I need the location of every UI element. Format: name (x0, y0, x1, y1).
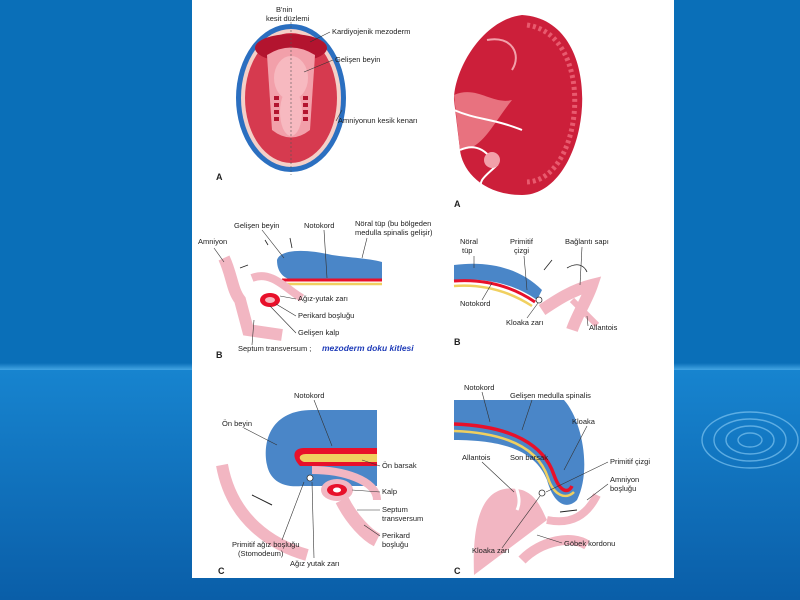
label-umbilical-cord: Göbek kordonu (564, 539, 615, 548)
panel-letter-top-right: A (454, 199, 461, 209)
label-septum-2: transversum (382, 514, 423, 523)
label-oropharyngeal-membrane-c: Ağız yutak zarı (290, 559, 340, 568)
label-allantois-c: Allantois (462, 453, 491, 462)
label-stomodeum-1: Primitif ağız boşluğu (232, 540, 300, 549)
panel-letter-mid-left: B (216, 350, 223, 360)
label-section-plane-1: B'nin (276, 5, 292, 14)
panel-letter-mid-right: B (454, 337, 461, 347)
label-developing-spinal-cord: Gelişen medulla spinalis (510, 391, 591, 400)
label-primitive-streak-1: Primitif (510, 237, 534, 246)
label-heart: Kalp (382, 487, 397, 496)
label-pericardial-cavity-b: Perikard boşluğu (298, 311, 354, 320)
label-connecting-stalk: Bağlantı sapı (565, 237, 609, 246)
label-hindgut: Son barsak (510, 453, 548, 462)
figure-panel: B'nin kesit düzlemi Kardiyojenik mezoder… (192, 0, 674, 578)
label-neural-tube-2: medulla spinalis gelişir) (355, 228, 433, 237)
label-cardiogenic-mesoderm: Kardiyojenik mezoderm (332, 27, 410, 36)
label-cloaca: Kloaka (572, 417, 596, 426)
label-pericardial-1: Perikard (382, 531, 410, 540)
panel-letter-bottom-right: C (454, 566, 461, 576)
label-amniotic-cavity-1: Amniyon (610, 475, 639, 484)
label-notochord-b: Notokord (304, 221, 334, 230)
label-septum-1: Septum (382, 505, 408, 514)
label-neural-tube-c-1: Nöral (460, 237, 478, 246)
label-developing-brain-b: Gelişen beyin (234, 221, 279, 230)
panel-top-right-lateral-view (453, 15, 583, 195)
embryology-figure: B'nin kesit düzlemi Kardiyojenik mezoder… (198, 5, 650, 576)
panel-top-left-dorsal-view (236, 22, 346, 175)
panel-letter-top-left: A (216, 172, 223, 182)
label-section-plane-2: kesit düzlemi (266, 14, 310, 23)
label-forebrain: Ön beyin (222, 419, 252, 428)
panel-mid-left-sagittal-early (218, 237, 382, 341)
panel-mid-right-sagittal-caudal (453, 259, 602, 333)
label-amniotic-cavity-2: boşluğu (610, 484, 636, 493)
panel-bottom-right-sagittal-caudal-late (453, 400, 601, 575)
label-developing-heart: Gelişen kalp (298, 328, 339, 337)
label-oropharyngeal-membrane-b: Ağız-yutak zarı (298, 294, 348, 303)
label-septum-transversum-b: Septum transversum ; (238, 344, 311, 353)
label-pericardial-2: boşluğu (382, 540, 408, 549)
label-neural-tube-c-2: tüp (462, 246, 472, 255)
label-primitive-streak-c: Primitif çizgi (610, 457, 650, 466)
label-primitive-streak-2: çizgi (514, 246, 529, 255)
label-foregut: Ön barsak (382, 461, 417, 470)
panel-letter-bottom-left: C (218, 566, 225, 576)
label-amnion-b: Amniyon (198, 237, 227, 246)
label-notochord-c: Notokord (460, 299, 490, 308)
label-stomodeum-2: (Stomodeum) (238, 549, 284, 558)
handwritten-note: mezoderm doku kitlesi (322, 343, 414, 353)
label-notochord-d: Notokord (294, 391, 324, 400)
label-allantois-b: Allantois (589, 323, 618, 332)
label-cloacal-membrane-c: Kloaka zarı (472, 546, 510, 555)
label-notochord-e: Notokord (464, 383, 494, 392)
label-neural-tube-1: Nöral tüp (bu bölgeden (355, 219, 431, 228)
label-cloacal-membrane-b: Kloaka zarı (506, 318, 544, 327)
ripple-decoration (701, 411, 799, 469)
label-amnion-cut-edge: Amniyonun kesik kenarı (338, 116, 418, 125)
panel-bottom-left-sagittal-late (216, 410, 381, 561)
label-developing-brain-a: Gelişen beyin (335, 55, 380, 64)
